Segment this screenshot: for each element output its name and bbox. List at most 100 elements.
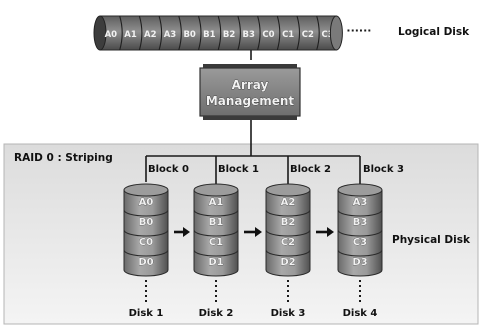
disk-block-label: C0 (139, 237, 153, 248)
logical-segment-label: A1 (124, 30, 137, 40)
disk-block-label: C2 (281, 237, 295, 248)
disk-block-label: D1 (208, 257, 223, 268)
logical-segment: A1 (119, 15, 137, 51)
raid-title: RAID 0 : Striping (14, 152, 113, 164)
disk-names: Disk 1 Disk 2 Disk 3 Disk 4 (129, 280, 378, 319)
block-labels: Block 0 Block 1 Block 2 Block 3 (148, 164, 404, 175)
disk-block-label: A1 (209, 197, 224, 208)
segment-divider (158, 15, 163, 51)
arrow-right-icon (244, 227, 262, 237)
logical-segment-label: C2 (302, 30, 314, 40)
disk-block-label: B0 (139, 217, 154, 228)
disk-name-label: Disk 3 (271, 308, 306, 319)
disk-body (337, 189, 383, 277)
logical-disk-body (99, 15, 337, 51)
disk-block-label: C1 (209, 237, 223, 248)
disk-name-group: Disk 2 (199, 280, 234, 319)
arrow-right-icon (316, 227, 334, 237)
disk-block-label: D2 (280, 257, 295, 268)
disk-layer-separator (337, 209, 383, 217)
disk-name-group: Disk 1 (129, 280, 164, 319)
block-label: Block 0 (148, 164, 189, 175)
disk-layer-separator (193, 229, 239, 237)
disk-layer-separator (123, 229, 169, 237)
disk-block-label: A3 (353, 197, 368, 208)
disk-body (265, 189, 311, 277)
disk-layer-separator (337, 249, 383, 257)
block-label: Block 2 (290, 164, 331, 175)
logical-segment-label: A2 (144, 30, 157, 40)
segment-divider (138, 15, 143, 51)
disk-layer-separator (123, 209, 169, 217)
disk-body (123, 189, 169, 277)
segment-divider (296, 15, 301, 51)
logical-segment: B1 (197, 15, 216, 51)
logical-segment: B0 (178, 15, 196, 51)
disk-layer-separator (265, 249, 311, 257)
logical-segment: C1 (276, 15, 294, 51)
physical-disk-label: Physical Disk (392, 234, 471, 246)
logical-segment-label: C0 (262, 30, 274, 40)
logical-segment-label: C3 (321, 30, 333, 40)
disk-top-cap (193, 183, 239, 197)
segment-divider (257, 15, 261, 51)
logical-segment: A3 (158, 15, 177, 51)
disk-layer-separator (193, 249, 239, 257)
logical-disk-right-cap (329, 15, 343, 51)
logical-segment: C0 (257, 15, 275, 51)
disk-block-label: A0 (139, 197, 154, 208)
logical-segment: B3 (237, 15, 255, 51)
segment-divider (276, 15, 281, 51)
disk-name-label: Disk 2 (199, 308, 234, 319)
disk-top-cap (123, 183, 169, 197)
block-label: Block 3 (363, 164, 404, 175)
disk-block-label: B1 (209, 217, 224, 228)
logical-disk-label: Logical Disk (398, 26, 470, 38)
disk-arrows (174, 227, 334, 237)
disk-layer-separator (265, 209, 311, 217)
logical-segment: A2 (138, 15, 157, 51)
disk-block-label: B3 (353, 217, 368, 228)
disk-name-label: Disk 4 (343, 308, 378, 319)
segment-divider (119, 15, 123, 51)
logical-segment-label: B1 (203, 30, 215, 40)
disk-name-group: Disk 4 (343, 280, 378, 319)
block-label: Block 1 (218, 164, 259, 175)
logical-segment: C2 (296, 15, 314, 51)
logical-segment-label: B3 (243, 30, 255, 40)
disk-layer-separator (193, 209, 239, 217)
logical-segment-label: A0 (105, 30, 118, 40)
disk-block-label: A2 (281, 197, 296, 208)
disk-body (193, 189, 239, 277)
segment-divider (316, 15, 320, 51)
logical-segment-label: C1 (282, 30, 294, 40)
logical-segment: C3 (316, 15, 334, 51)
logical-segment-label: B2 (223, 30, 235, 40)
segment-divider (178, 15, 182, 51)
disk-name-group: Disk 3 (271, 280, 306, 319)
raid-panel (3, 143, 479, 325)
array-management-line2: Management (206, 94, 295, 108)
segment-divider (197, 15, 202, 51)
segment-divider (237, 15, 241, 51)
logical-segment-label: A3 (164, 30, 177, 40)
logical-disk-ellipsis: ······ (346, 24, 371, 37)
disk-block-label: D3 (352, 257, 367, 268)
disk-name-label: Disk 1 (129, 308, 164, 319)
segment-divider (217, 15, 222, 51)
disk-top-cap (265, 183, 311, 197)
disk-layer-separator (337, 229, 383, 237)
logical-disk-left-cap (93, 15, 107, 51)
disk-layer-separator (265, 229, 311, 237)
disk-block-label: D0 (138, 257, 153, 268)
arrow-right-icon (174, 227, 190, 237)
disk-top-cap (337, 183, 383, 197)
